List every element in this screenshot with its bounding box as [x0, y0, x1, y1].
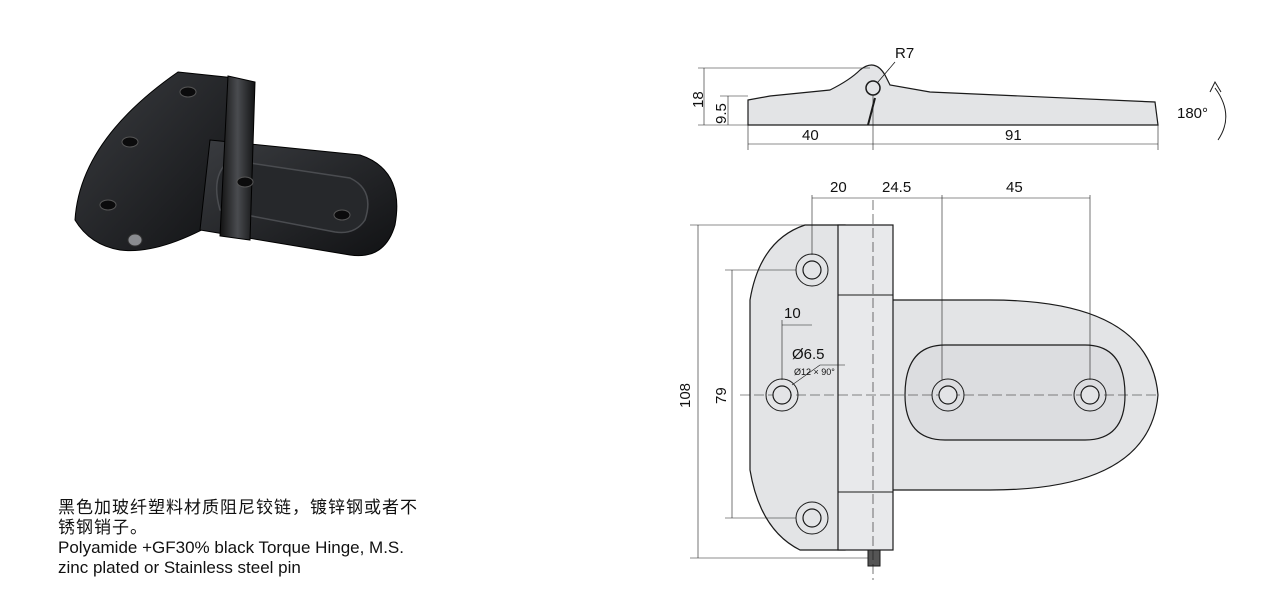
mounting-hole — [931, 378, 965, 412]
hinge-product-image — [74, 71, 398, 257]
radius-label: R7 — [895, 45, 914, 62]
height-108-label: 108 — [677, 383, 694, 408]
slot — [904, 344, 1126, 441]
front-view-drawing: 20 24.5 45 10 Ø6.5 Ø12 × 90° 108 79 — [677, 179, 1160, 580]
description-zh-line1: 黑色加玻纤塑料材质阻尼铰链，镀锌钢或者不 — [58, 498, 418, 517]
description-zh-line2: 锈钢销子。 — [58, 518, 148, 537]
product-description: 黑色加玻纤塑料材质阻尼铰链，镀锌钢或者不 锈钢销子。 Polyamide +GF… — [58, 498, 478, 578]
dim-45-label: 45 — [1006, 179, 1023, 196]
hole-diameter-label: Ø6.5 — [792, 346, 825, 363]
rotation-arrow-icon — [1214, 87, 1227, 141]
description-en-line1: Polyamide +GF30% black Torque Hinge, M.S… — [58, 538, 404, 557]
side-view-drawing: R7 18 9.5 40 91 180° — [690, 45, 1227, 150]
dim-20-label: 20 — [830, 179, 847, 196]
width-left-label: 40 — [802, 127, 819, 144]
width-right-label: 91 — [1005, 127, 1022, 144]
left-leaf — [749, 224, 846, 551]
height-total-label: 18 — [690, 91, 707, 108]
height-leaf-label: 9.5 — [713, 103, 730, 124]
countersink-label: Ø12 × 90° — [794, 367, 835, 377]
dim-24-5-label: 24.5 — [882, 179, 911, 196]
hinge-barrel — [837, 224, 894, 551]
description-en-line2: zinc plated or Stainless steel pin — [58, 558, 301, 577]
hole-span-79-label: 79 — [713, 387, 730, 404]
rotation-label: 180° — [1177, 105, 1208, 122]
dim-10-label: 10 — [784, 305, 801, 322]
side-profile — [747, 64, 1159, 126]
